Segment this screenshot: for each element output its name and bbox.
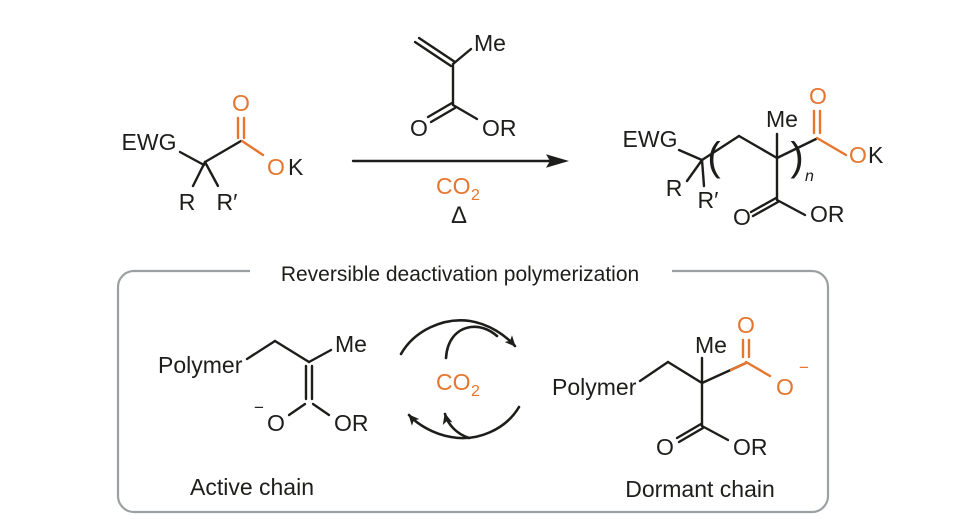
product-ewg-label: EWG (623, 126, 678, 152)
product-or-label: OR (810, 201, 845, 227)
bond (677, 148, 704, 162)
reactant-r-prime-label: R′ (217, 189, 238, 215)
dormant-polymer-label: Polymer (552, 374, 637, 400)
bond (307, 348, 333, 364)
double-bond (751, 200, 780, 218)
dormant-carbonyl-o-label: O (737, 312, 755, 338)
monomer-or-label: OR (482, 115, 517, 141)
product-carboxylate-o-label: O (809, 83, 827, 109)
bond (191, 160, 207, 188)
bond (700, 158, 706, 188)
bond (245, 339, 277, 361)
reaction-arrow: CO 2 Δ (351, 154, 569, 229)
forward-arrow-curve (399, 319, 517, 356)
double-bond (413, 40, 453, 68)
bond (451, 47, 473, 66)
dormant-ester-o-label: O (656, 434, 674, 460)
double-bond (677, 426, 705, 444)
bond (744, 360, 772, 378)
top-reaction-scheme: EWG R R′ O O K Me O OR (122, 30, 884, 230)
monomer-me-label: Me (474, 30, 506, 56)
bond (240, 139, 265, 157)
bond (700, 424, 730, 442)
bond (203, 139, 243, 164)
product-repeat-n-subscript: n (805, 168, 814, 185)
cycle-co2-subscript: 2 (471, 383, 480, 400)
active-enolate-o-label: O (267, 410, 285, 436)
monomer-structure: Me O OR (410, 30, 516, 141)
product-close-paren: ) (790, 135, 803, 179)
bond (685, 158, 704, 183)
rdp-box-title: Reversible deactivation polymerization (281, 263, 639, 286)
co2-release-curve (442, 412, 471, 440)
dormant-me-label: Me (695, 332, 727, 358)
double-bond (417, 36, 457, 64)
double-bond (749, 196, 778, 214)
conditions-delta-label: Δ (451, 202, 467, 229)
monomer-carbonyl-o-label: O (410, 115, 428, 141)
bond (638, 360, 670, 383)
double-bond (429, 106, 457, 124)
product-open-paren: ( (707, 135, 721, 179)
product-ester-carbonyl-o-label: O (733, 204, 751, 230)
active-or-label: OR (334, 410, 369, 436)
product-structure: EWG R R′ ( ) n Me O O K O OR (623, 83, 884, 230)
dormant-carboxylate-o-label: O (776, 374, 794, 400)
co2-merge-curve (444, 325, 499, 360)
dormant-or-label: OR (733, 434, 768, 460)
reactant-carbonyl-o-label: O (232, 90, 250, 116)
reaction-arrowhead-icon (546, 154, 569, 168)
product-r-label: R (666, 175, 683, 201)
bond (737, 134, 779, 160)
dormant-minus-charge: − (799, 358, 809, 377)
rdp-box: Reversible deactivation polymerization (116, 258, 830, 514)
bond (815, 136, 848, 157)
reactant-ewg-label: EWG (122, 129, 177, 155)
bond (178, 150, 206, 167)
reactant-structure: EWG R R′ O O K (122, 90, 304, 215)
bond (287, 402, 307, 417)
bond (273, 339, 311, 364)
reactant-r-label: R (179, 189, 196, 215)
bond (775, 198, 807, 217)
product-k-label: K (868, 142, 884, 168)
cycle-co2-label: CO (436, 369, 471, 395)
bond (203, 160, 220, 188)
dormant-chain-structure: Polymer Me O O − O OR Dormant chain (552, 312, 809, 502)
bond (666, 360, 704, 385)
conditions-co2-label: CO (436, 173, 471, 199)
active-chain-caption: Active chain (190, 474, 314, 500)
bond (775, 137, 818, 160)
reverse-arrow-curve (407, 405, 521, 440)
bond (729, 361, 748, 372)
bond (451, 103, 479, 121)
rdp-box-title-gap (250, 258, 672, 286)
bond (311, 402, 331, 417)
reactant-k-label: K (288, 154, 304, 180)
product-me-label: Me (766, 106, 798, 132)
equilibrium-cycle: CO 2 (399, 319, 521, 440)
active-chain-structure: Polymer Me − O OR Active chain (158, 331, 369, 500)
active-me-label: Me (335, 331, 367, 357)
reactant-o-of-ok-label: O (267, 154, 285, 180)
product-r-prime-label: R′ (698, 187, 719, 213)
dormant-chain-caption: Dormant chain (625, 476, 775, 502)
active-minus-charge: − (254, 398, 264, 417)
conditions-co2-subscript: 2 (471, 187, 480, 204)
product-o-of-ok-label: O (849, 142, 867, 168)
double-bond (426, 101, 454, 119)
double-bond (675, 422, 703, 440)
bond (700, 134, 741, 162)
active-polymer-label: Polymer (158, 352, 243, 378)
